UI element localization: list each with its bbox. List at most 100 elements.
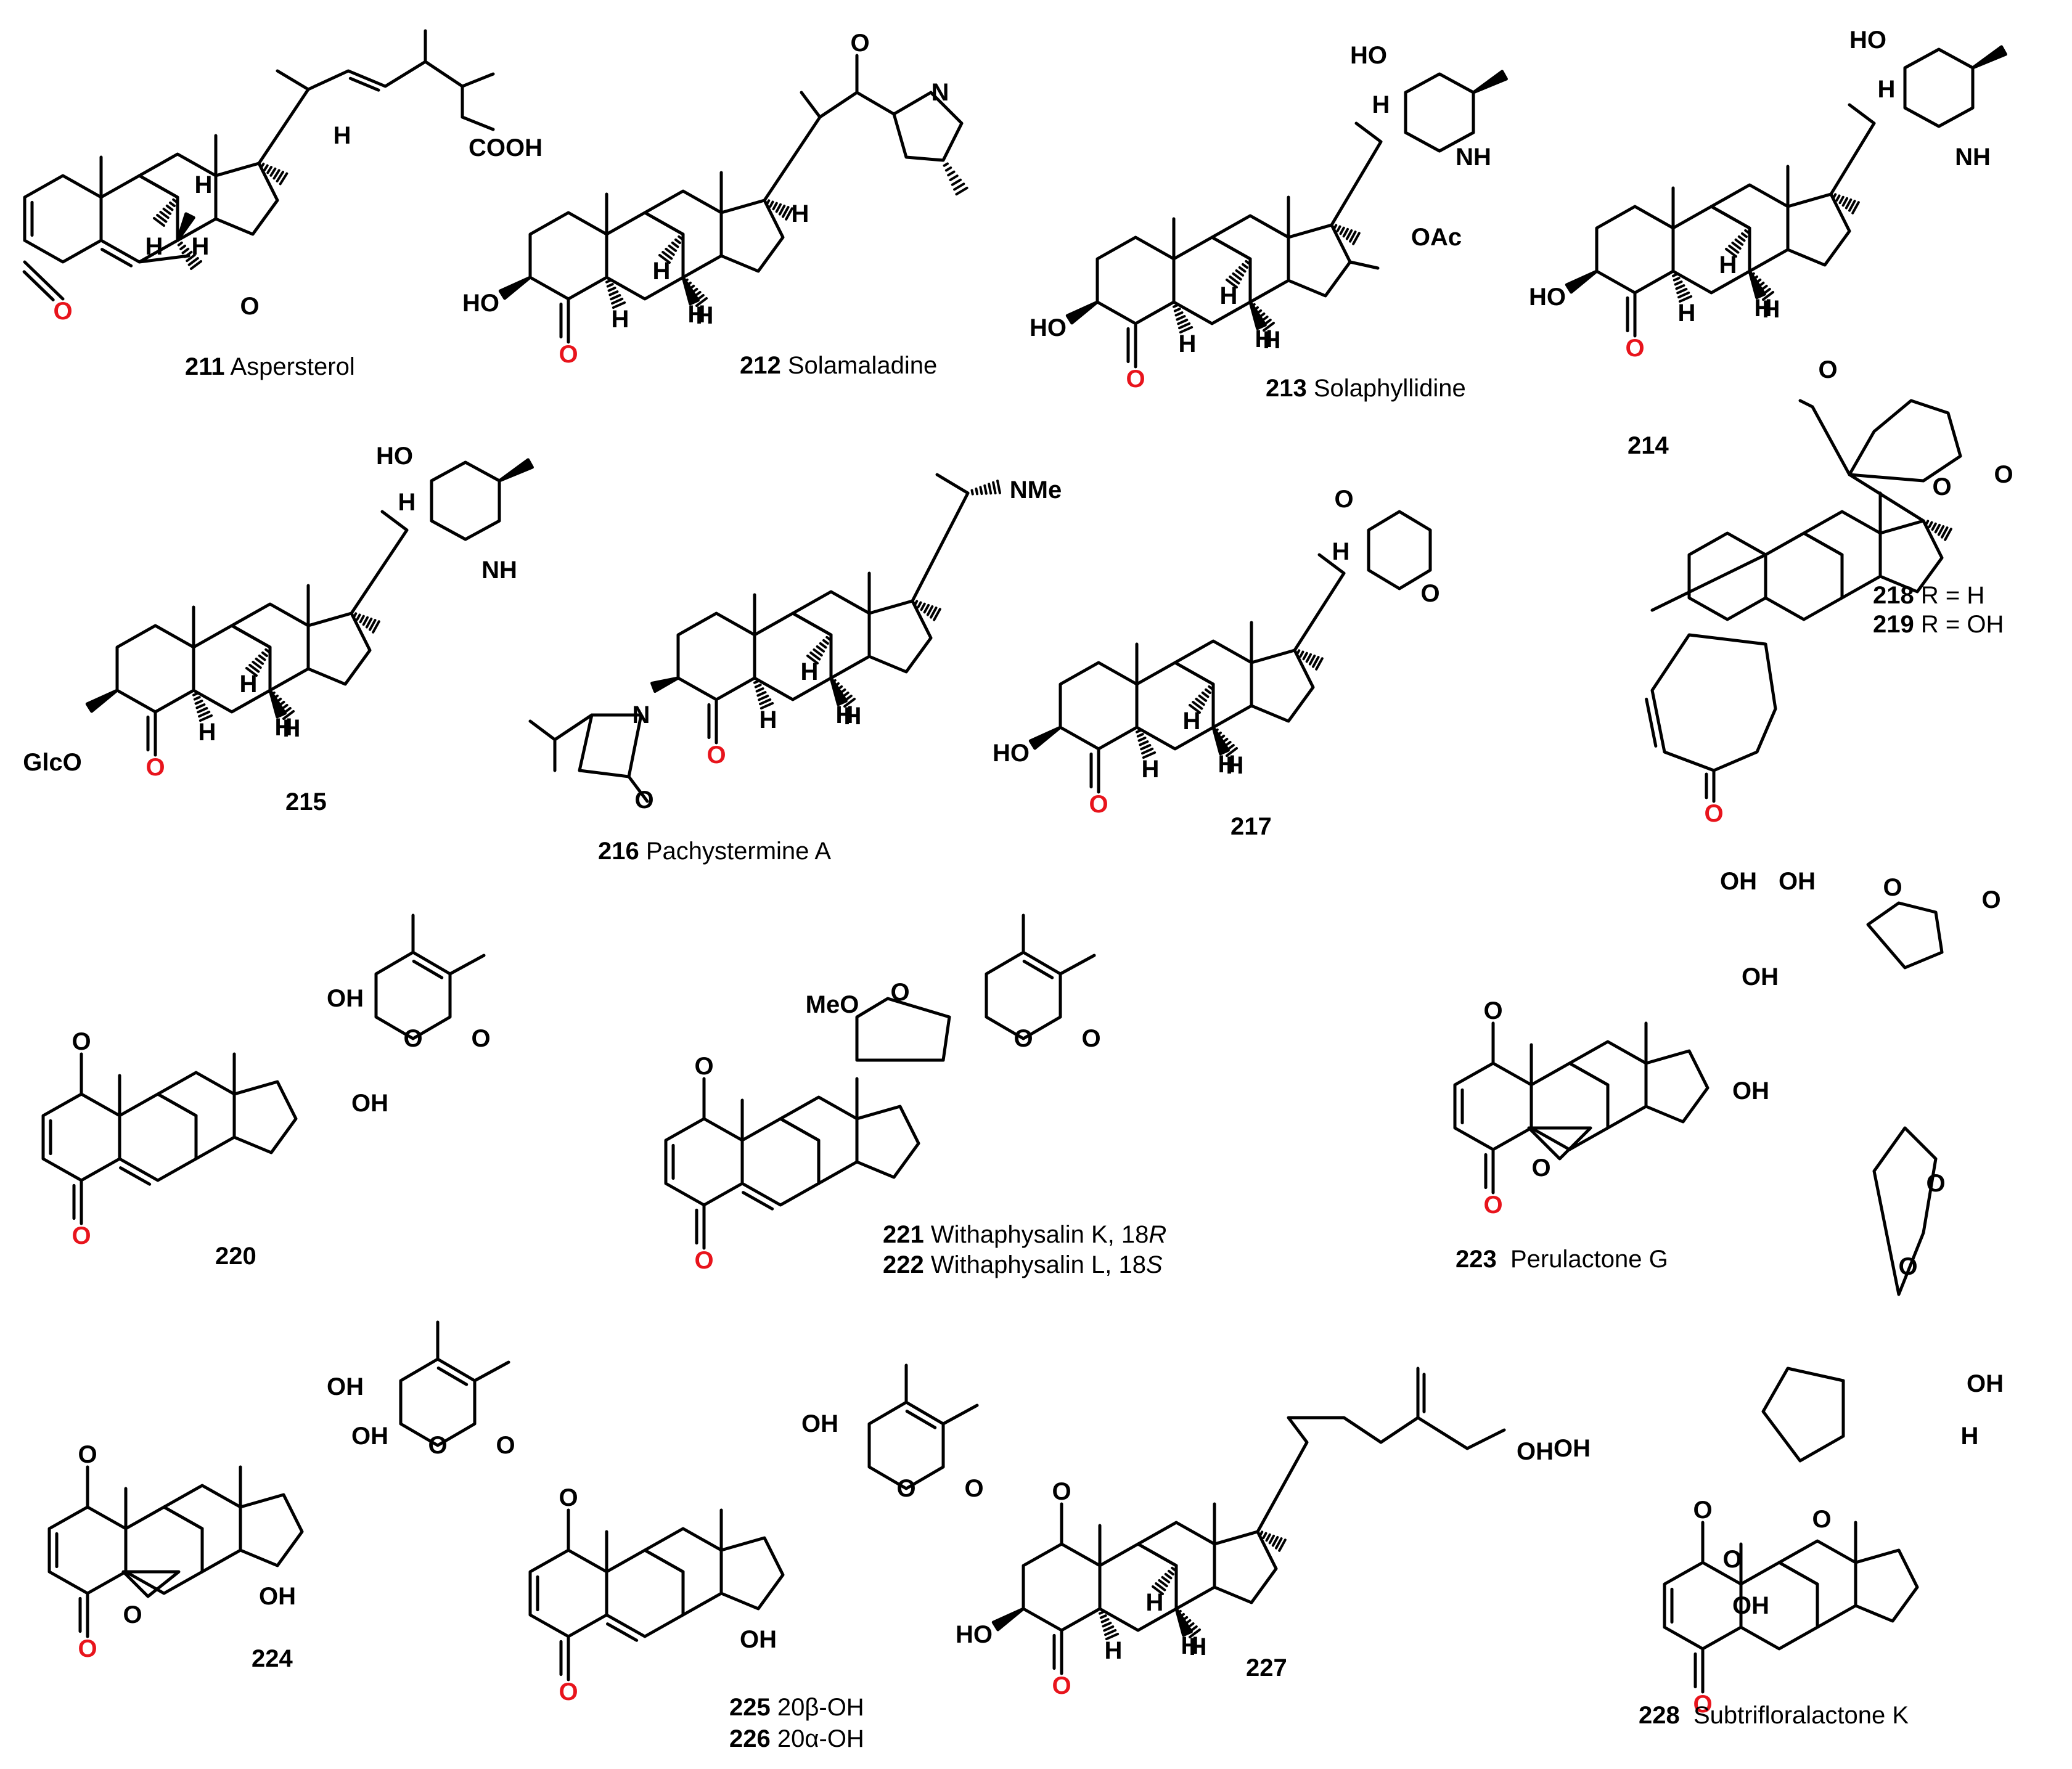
ketone-oxygen-label: O [559, 341, 578, 368]
hash-stroke [1141, 747, 1154, 755]
oxygen-label: O [403, 1025, 422, 1052]
hash-stroke [266, 166, 273, 174]
hash-stroke [1136, 733, 1144, 738]
hash-bond [1259, 1530, 1287, 1552]
ring-d [1878, 519, 1944, 594]
ring-d [1854, 1548, 1919, 1623]
hash-stroke [1140, 744, 1152, 751]
double-bond [348, 76, 380, 92]
ring-d [1644, 1049, 1710, 1124]
hash-stroke [1178, 1612, 1185, 1619]
hash-stroke [1184, 1622, 1195, 1631]
hash-stroke [1755, 281, 1765, 289]
hash-stroke [1168, 1569, 1174, 1575]
hash-stroke [1223, 743, 1235, 753]
hash-stroke [264, 648, 271, 653]
hash-stroke [693, 293, 705, 303]
hash-stroke [1931, 522, 1937, 531]
h-label: H [612, 306, 629, 333]
hash-stroke [668, 244, 678, 252]
oxygen-label: O [964, 1475, 983, 1502]
hash-stroke [822, 639, 829, 645]
oxygen-label: O [1883, 874, 1902, 901]
hash-stroke [1848, 200, 1856, 212]
hash-stroke [1937, 525, 1945, 536]
ketone-oxygen-label: O [78, 1635, 97, 1662]
hash-stroke [970, 489, 974, 496]
hash-stroke [1256, 312, 1266, 320]
hash-stroke [1832, 193, 1837, 199]
hash-stroke [272, 169, 280, 180]
stereo-h-bond [1152, 1566, 1177, 1595]
stereo-h-bond [1176, 1609, 1201, 1638]
ring-b [1529, 1061, 1610, 1151]
hash-stroke [1208, 685, 1214, 690]
hash-stroke [843, 698, 856, 708]
hash-stroke [1675, 284, 1685, 290]
h-label: H [844, 703, 862, 730]
hash-stroke [1841, 197, 1849, 207]
stereo-h-bond [830, 679, 856, 708]
hash-stroke [1189, 704, 1201, 714]
hash-stroke [255, 657, 264, 665]
ring-a [676, 611, 756, 701]
hash-stroke [353, 612, 358, 618]
side-chain [763, 91, 822, 202]
oxygen-label: O [1994, 461, 2013, 488]
stereo-h-bond [1172, 304, 1194, 334]
hash-stroke [825, 635, 832, 641]
hash-stroke [1944, 528, 1952, 541]
hash-stroke [356, 613, 361, 621]
hash-stroke [1177, 319, 1189, 325]
stereo-h-bond [1189, 685, 1214, 714]
hash-stroke [1142, 751, 1157, 759]
ketone-oxygen-label: O [1625, 335, 1644, 362]
stereo-h-bond [1226, 259, 1251, 288]
methyl [1059, 954, 1096, 976]
hash-stroke [837, 688, 846, 696]
side-chain [257, 69, 310, 165]
hash-stroke [1674, 280, 1683, 286]
hash-bond [943, 162, 968, 196]
hash-stroke [1741, 232, 1748, 238]
oxygen-label: O [1420, 580, 1439, 607]
ring-b [192, 624, 272, 714]
hash-stroke [1296, 649, 1301, 655]
nh-label: NH [481, 557, 517, 584]
hash-stroke [276, 700, 285, 708]
h-label: H [696, 302, 714, 329]
hash-stroke [1229, 275, 1240, 285]
hash-stroke [1189, 1628, 1201, 1638]
oxygen-label: O [896, 1475, 915, 1502]
hash-stroke [1213, 728, 1219, 733]
oh-label: OH [1732, 1077, 1769, 1105]
hash-stroke [665, 247, 675, 256]
ketone-oxygen-label: O [1483, 1191, 1502, 1219]
hash-stroke [835, 685, 843, 692]
hash-stroke [258, 654, 266, 661]
methyl [448, 954, 486, 976]
caption-215: 215 [285, 788, 327, 815]
oxygen-label: O [890, 979, 909, 1006]
stereo-h-bond [658, 235, 684, 264]
hash-stroke [1103, 1625, 1115, 1632]
h-label: H [653, 258, 671, 285]
hash-stroke [1098, 1611, 1105, 1615]
hash-bond [970, 480, 1001, 496]
hash-stroke [1744, 229, 1750, 234]
bond [1416, 1416, 1506, 1450]
hash-stroke [1262, 1532, 1267, 1540]
ho-label: HO [376, 443, 413, 470]
hash-stroke [162, 207, 172, 215]
hash-stroke [1104, 1628, 1117, 1636]
ring-a [41, 1092, 121, 1182]
hash-stroke [930, 607, 938, 619]
oxygen-label: O [1926, 1170, 1945, 1197]
hash-stroke [153, 217, 165, 227]
oxygen-label: O [1818, 356, 1837, 383]
hash-stroke [1308, 654, 1316, 666]
